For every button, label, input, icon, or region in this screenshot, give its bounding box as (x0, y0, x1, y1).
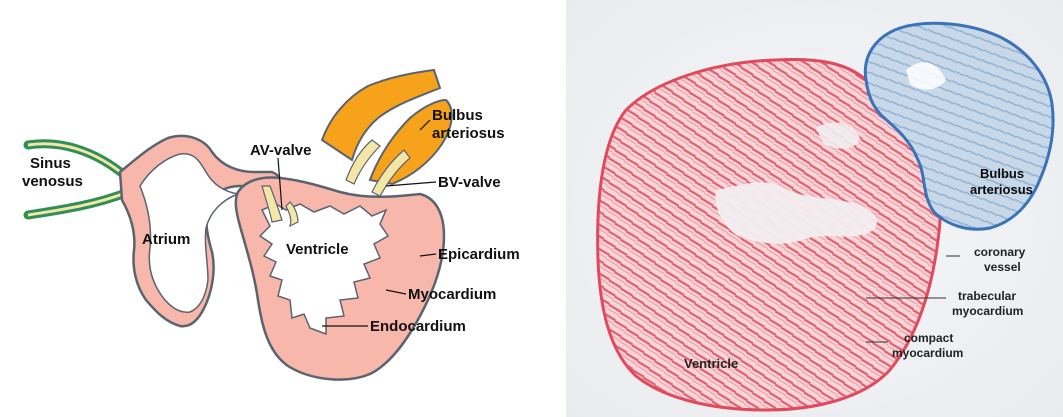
label-ventricle-micrograph: Ventricle (684, 356, 738, 371)
label-trabecular-1: trabecular (958, 289, 1016, 303)
label-bulbus-2: arteriosus (432, 125, 505, 142)
histology-svg: Bulbus arteriosus coronary vessel trabec… (566, 0, 1063, 417)
label-endocardium: Endocardium (370, 318, 466, 335)
label-compact-2: myocardium (892, 346, 963, 360)
label-bv-valve: BV-valve (438, 174, 501, 191)
schematic-heart-panel: Sinus venosus Atrium AV-valve Ventricle … (0, 0, 566, 417)
label-atrium: Atrium (142, 231, 190, 248)
label-bulbus-1: Bulbus (432, 107, 483, 124)
label-trabecular-2: myocardium (952, 304, 1023, 318)
label-av-valve: AV-valve (250, 142, 311, 159)
label-coronary-vessel-1: coronary (974, 245, 1026, 259)
label-sinus-venosus-2: venosus (22, 173, 83, 190)
label-coronary-vessel-2: vessel (984, 260, 1021, 274)
label-ventricle: Ventricle (286, 241, 349, 258)
label-compact-1: compact (904, 331, 953, 345)
histology-panel: Bulbus arteriosus coronary vessel trabec… (566, 0, 1063, 417)
label-bulbus-arteriosus-1: Bulbus (980, 166, 1024, 181)
label-sinus-venosus-1: Sinus (30, 155, 71, 172)
schematic-heart-svg: Sinus venosus Atrium AV-valve Ventricle … (0, 0, 566, 417)
label-bulbus-arteriosus-2: arteriosus (970, 182, 1033, 197)
label-myocardium: Myocardium (408, 286, 496, 303)
label-epicardium: Epicardium (438, 246, 520, 263)
